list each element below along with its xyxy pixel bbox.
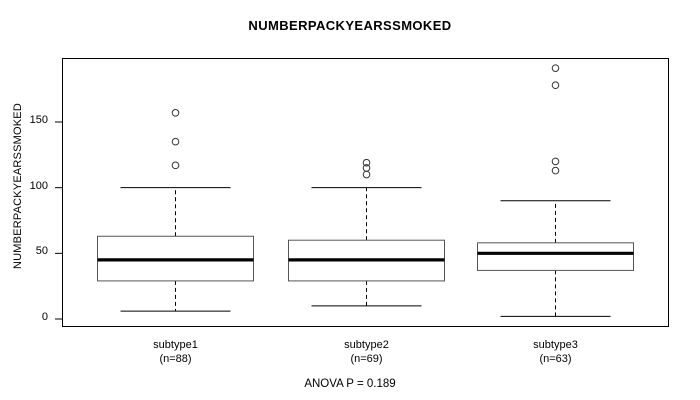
- anova-annotation: ANOVA P = 0.189: [304, 378, 396, 390]
- y-tick-label: 0: [41, 311, 48, 323]
- x-category-label: subtype1 (n=88): [96, 338, 256, 366]
- plot-panel: [62, 58, 669, 327]
- y-tick-label: 150: [29, 114, 48, 126]
- x-category-count: (n=69): [350, 353, 383, 365]
- x-category-name: subtype2: [344, 339, 389, 351]
- y-tick-label: 50: [35, 245, 48, 258]
- x-category-count: (n=63): [539, 353, 572, 365]
- x-category-name: subtype1: [153, 339, 198, 351]
- y-tick-label: 100: [29, 179, 48, 192]
- x-category-count: (n=88): [159, 353, 192, 365]
- x-category-name: subtype3: [533, 339, 578, 351]
- x-category-label: subtype3 (n=63): [476, 338, 636, 366]
- page-title: NUMBERPACKYEARSSMOKED: [248, 18, 452, 33]
- x-category-label: subtype2 (n=69): [287, 338, 447, 366]
